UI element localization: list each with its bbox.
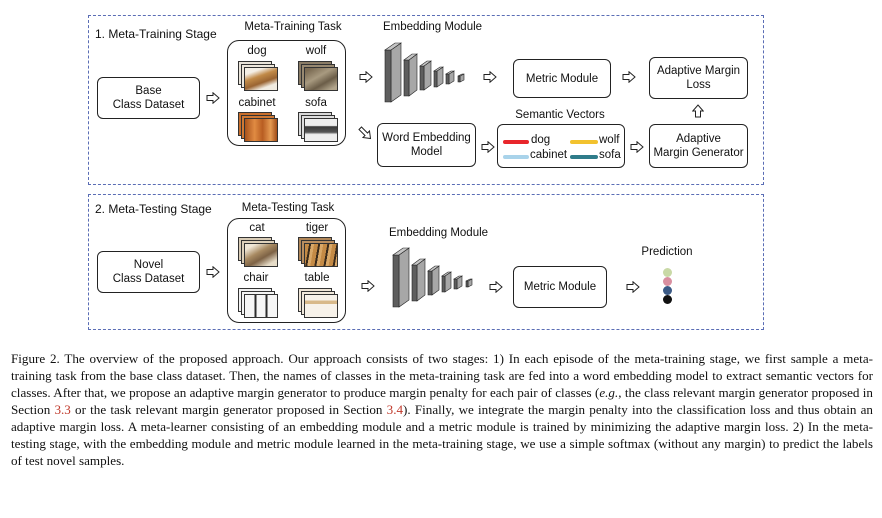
class-label-cabinet: cabinet	[238, 97, 276, 109]
vector-label-sofa: sofa	[599, 149, 621, 161]
novel-dataset-line2: Class Dataset	[112, 273, 185, 285]
dog-image-stack	[238, 61, 282, 91]
semantic-vectors-box	[497, 124, 625, 168]
metric-module-label: Metric Module	[525, 72, 599, 85]
meta-training-stage-title: 1. Meta-Training Stage	[95, 27, 217, 41]
prediction-dot	[663, 295, 672, 304]
metric-module-box: Metric Module	[513, 59, 611, 98]
tiger-image-stack	[298, 237, 342, 267]
base-dataset-line1: Base	[135, 85, 162, 97]
vector-label-dog: dog	[531, 134, 551, 146]
prediction-dot	[663, 268, 672, 277]
arrow-icon	[359, 71, 373, 83]
vector-bar-dog	[503, 140, 529, 144]
arrow-icon	[626, 281, 640, 293]
class-label-sofa: sofa	[305, 97, 327, 109]
testing-embedding-network-icon	[392, 247, 473, 308]
section-ref-link[interactable]: 3.4	[386, 402, 404, 417]
word-embed-line2: Model	[410, 146, 443, 158]
testing-metric-module-label: Metric Module	[523, 281, 597, 293]
novel-dataset-line1: Novel	[133, 259, 164, 271]
embedding-module-title: Embedding Module	[382, 21, 483, 33]
figure-caption: Figure 2. The overview of the proposed a…	[11, 350, 873, 469]
vector-label-wolf: wolf	[599, 134, 620, 146]
caption-part2: , the class relevant margin generator pr…	[11, 385, 873, 417]
arrow-icon	[622, 71, 636, 83]
class-label-cat: cat	[249, 222, 265, 234]
meta-testing-stage-title: 2. Meta-Testing Stage	[95, 202, 212, 216]
class-label-wolf: wolf	[305, 45, 327, 57]
arrow-icon	[483, 71, 497, 83]
chair-image-stack	[238, 288, 282, 318]
class-label-table: table	[304, 272, 330, 284]
semantic-vectors-title: Semantic Vectors	[515, 109, 605, 121]
vector-bar-cabinet	[503, 155, 529, 159]
class-label-tiger: tiger	[305, 222, 329, 234]
caption-part4: ). Finally, we integrate the margin pena…	[11, 402, 873, 468]
generator-line2: Margin Generator	[653, 147, 744, 159]
generator-line1: Adaptive	[676, 133, 721, 145]
arrow-icon	[481, 141, 495, 153]
table-image-stack	[298, 288, 342, 318]
word-embed-line1: Word Embedding	[382, 132, 471, 144]
meta-testing-stage	[88, 194, 764, 330]
up-arrow-icon	[692, 104, 704, 118]
caption-part3: or the task relevant margin generator pr…	[70, 402, 387, 417]
testing-embedding-module-title: Embedding Module	[388, 227, 489, 239]
vector-bar-sofa	[570, 155, 598, 159]
prediction-dot	[663, 277, 672, 286]
arrow-icon	[206, 266, 220, 278]
diagonal-arrow-icon	[358, 126, 372, 140]
caption-eg: e.g.	[599, 385, 619, 400]
caption-part1: Figure 2. The overview of the proposed a…	[11, 351, 873, 400]
loss-line1: Adaptive Margin	[656, 65, 741, 77]
wolf-image-stack	[298, 61, 342, 91]
section-ref-link[interactable]: 3.3	[54, 402, 71, 417]
arrow-icon	[361, 280, 375, 292]
loss-line2: Loss	[686, 79, 711, 91]
meta-training-stage	[88, 15, 764, 185]
prediction-title: Prediction	[641, 246, 693, 258]
class-label-dog: dog	[247, 45, 267, 57]
arrow-icon	[206, 92, 220, 104]
class-label-chair: chair	[243, 272, 269, 284]
cat-image-stack	[238, 237, 282, 267]
vector-bar-wolf	[570, 140, 598, 144]
prediction-dot	[663, 286, 672, 295]
testing-metric-module-box: Metric Module	[513, 266, 607, 308]
meta-training-task-title: Meta-Training Task	[244, 21, 342, 33]
cabinet-image-stack	[238, 112, 282, 142]
base-dataset-line2: Class Dataset	[112, 99, 185, 111]
arrow-icon	[489, 281, 503, 293]
sofa-image-stack	[298, 112, 342, 142]
vector-label-cabinet: cabinet	[530, 149, 568, 161]
meta-testing-task-title: Meta-Testing Task	[241, 202, 335, 214]
embedding-network-icon	[384, 42, 465, 103]
arrow-icon	[630, 141, 644, 153]
